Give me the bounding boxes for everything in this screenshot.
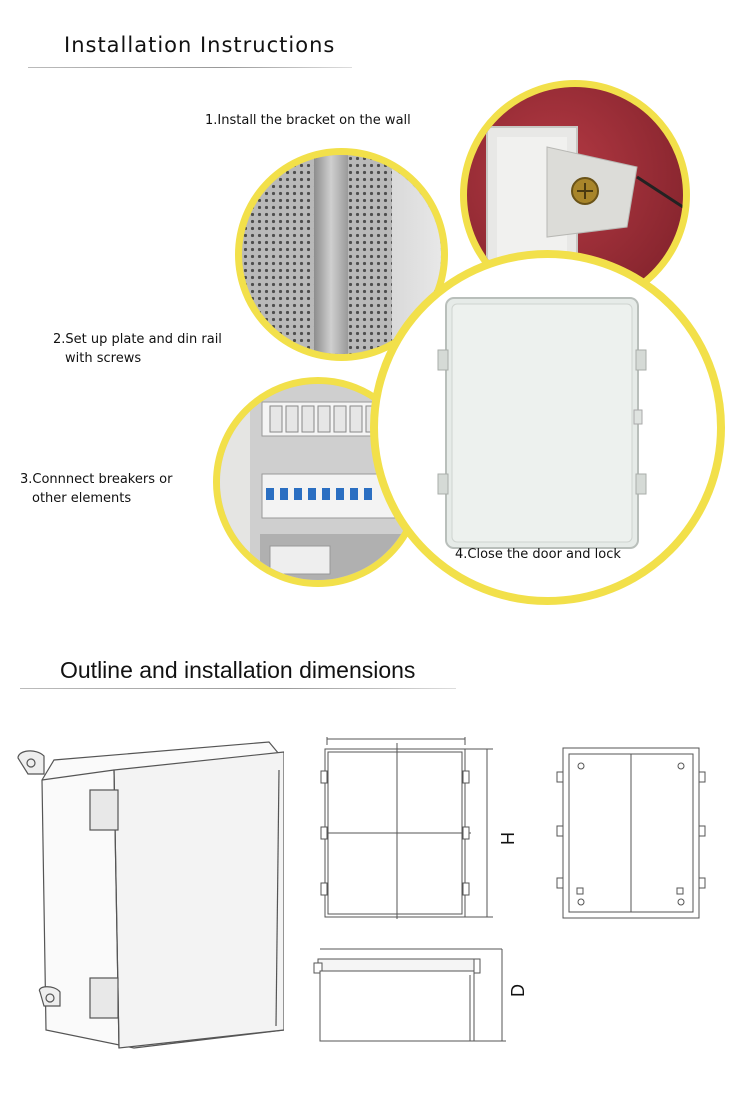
back-view-drawing xyxy=(556,747,706,919)
height-label: H xyxy=(497,832,517,845)
front-view-drawing xyxy=(320,737,493,919)
dimensions-title: Outline and installation dimensions xyxy=(60,657,416,683)
step-2-line1: 2.Set up plate and din rail xyxy=(53,332,222,347)
step-2-label: 2.Set up plate and din rail with screws xyxy=(53,330,222,368)
dimensions-divider xyxy=(20,688,456,689)
step-3-line1: 3.Connnect breakers or xyxy=(20,472,173,487)
step-3-line2: other elements xyxy=(32,491,132,506)
enclosure-isometric-drawing xyxy=(17,741,284,1049)
installation-title: Installation Instructions xyxy=(64,33,336,57)
closed-enclosure-illustration xyxy=(437,297,647,549)
step-2-line2: with screws xyxy=(65,351,142,366)
depth-label: D xyxy=(508,984,528,997)
side-view-drawing xyxy=(313,948,506,1042)
title-divider xyxy=(28,67,352,68)
step-4-label: 4.Close the door and lock xyxy=(455,547,621,562)
step-3-label: 3.Connnect breakers or other elements xyxy=(20,470,172,508)
step-1-label: 1.Install the bracket on the wall xyxy=(205,113,411,128)
din-rail xyxy=(314,155,348,354)
closed-enclosure-photo xyxy=(370,250,725,605)
